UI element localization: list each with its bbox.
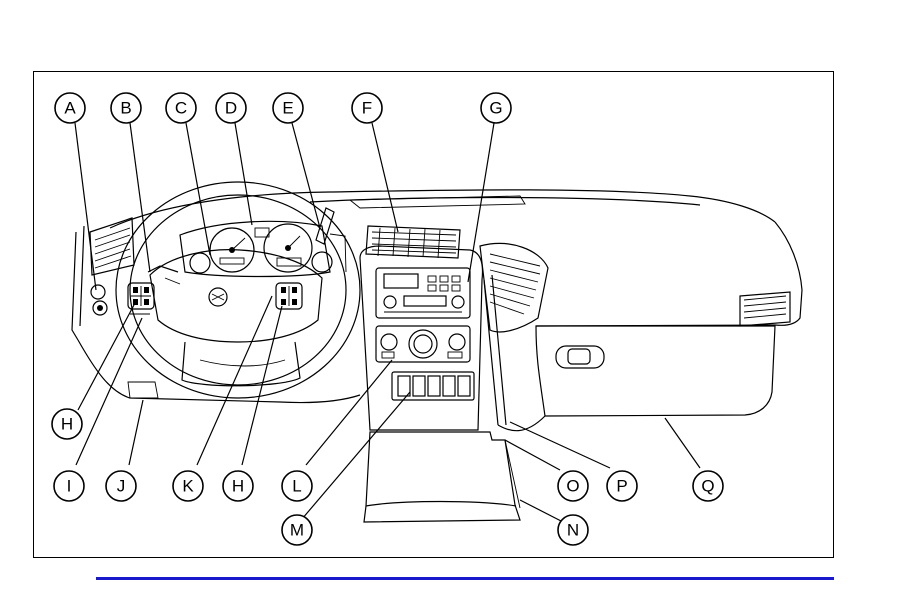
svg-text:N: N (567, 521, 579, 540)
callout-o: O (558, 471, 588, 501)
svg-text:F: F (362, 99, 372, 118)
callout-b: B (111, 93, 141, 123)
callout-p: P (607, 471, 637, 501)
svg-text:Q: Q (701, 477, 714, 496)
callout-e: E (273, 93, 303, 123)
svg-text:A: A (64, 99, 76, 118)
svg-text:H: H (61, 415, 73, 434)
callout-h-right: H (223, 471, 253, 501)
instrument-cluster (180, 208, 346, 277)
callout-q: Q (693, 471, 723, 501)
audio-system (376, 268, 470, 318)
svg-text:K: K (182, 477, 194, 496)
callout-j: J (106, 471, 136, 501)
callout-f: F (352, 93, 382, 123)
callout-n: N (558, 515, 588, 545)
callout-g: G (481, 93, 511, 123)
switch-panel (392, 372, 474, 400)
svg-text:I: I (67, 477, 72, 496)
leader-lines (75, 123, 700, 522)
glove-box (536, 326, 775, 416)
callout-h-left: H (52, 409, 82, 439)
svg-text:J: J (117, 477, 126, 496)
callout-d: D (216, 93, 246, 123)
svg-text:M: M (290, 521, 304, 540)
right-radio-controls (276, 283, 302, 309)
callout-c: C (166, 93, 196, 123)
passenger-side-dash (480, 243, 790, 430)
footer-rule (96, 577, 834, 580)
callout-k: K (173, 471, 203, 501)
callout-m: M (282, 515, 312, 545)
svg-text:P: P (616, 477, 627, 496)
callout-i: I (54, 471, 84, 501)
passenger-air-vent (740, 292, 790, 326)
svg-text:G: G (489, 99, 502, 118)
callout-l: L (282, 471, 312, 501)
headlamp-switch (91, 285, 107, 315)
center-air-vent (366, 226, 460, 258)
svg-text:L: L (292, 477, 301, 496)
svg-text:H: H (232, 477, 244, 496)
center-console (364, 432, 520, 522)
svg-text:D: D (225, 99, 237, 118)
callouts: A B C D E F G H I J K H L M O N P Q (52, 93, 723, 545)
svg-text:B: B (120, 99, 131, 118)
svg-text:C: C (175, 99, 187, 118)
center-stack (360, 246, 483, 430)
climate-controls (376, 326, 470, 362)
svg-text:O: O (566, 477, 579, 496)
callout-a: A (55, 93, 85, 123)
svg-text:E: E (282, 99, 293, 118)
